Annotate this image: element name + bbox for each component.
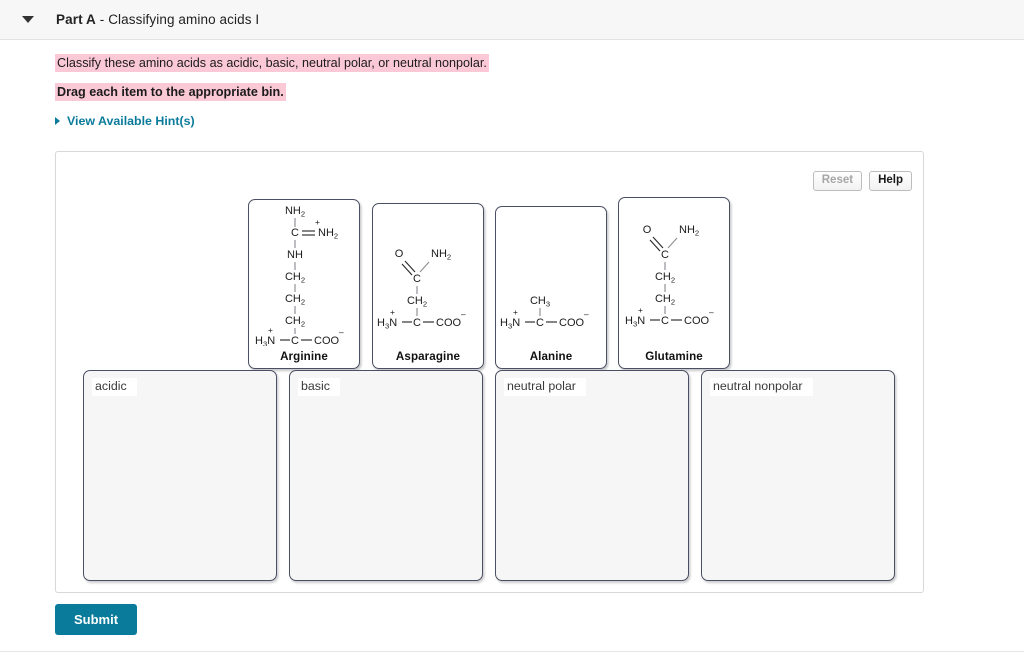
svg-text:C: C	[291, 227, 299, 239]
svg-text:CH3: CH3	[530, 295, 550, 309]
svg-text:+: +	[268, 325, 273, 335]
svg-text:+: +	[513, 307, 518, 317]
svg-text:CH2: CH2	[655, 271, 675, 285]
structure-glutamine: O NH2 C CH2 CH2 H3N +	[619, 198, 729, 346]
card-label-alanine: Alanine	[529, 350, 573, 363]
help-button[interactable]: Help	[869, 171, 912, 191]
svg-text:C: C	[661, 315, 669, 327]
bin-label-neutral-polar: neutral polar	[504, 378, 586, 396]
instruction-text: Drag each item to the appropriate bin.	[55, 83, 286, 101]
svg-text:CH2: CH2	[285, 315, 305, 329]
svg-text:NH2: NH2	[285, 205, 305, 219]
activity-panel: Reset Help NH2 C NH2 + NH	[55, 151, 924, 593]
svg-text:–: –	[461, 309, 466, 319]
svg-text:C: C	[291, 335, 299, 346]
question-text: Classify these amino acids as acidic, ba…	[55, 54, 489, 72]
svg-text:COO: COO	[436, 317, 462, 329]
svg-text:+: +	[638, 305, 643, 315]
draggable-items-tray: NH2 C NH2 + NH CH2 CH2	[248, 195, 738, 370]
svg-text:NH2: NH2	[431, 248, 451, 262]
drop-bins: acidic basic neutral polar neutral nonpo…	[83, 370, 895, 582]
svg-text:O: O	[395, 248, 404, 260]
svg-text:C: C	[536, 317, 544, 329]
part-label: Part A	[56, 12, 96, 27]
card-label-glutamine: Glutamine	[645, 350, 703, 363]
structure-arginine: NH2 C NH2 + NH CH2 CH2	[249, 200, 359, 346]
prompt-block: Classify these amino acids as acidic, ba…	[0, 40, 1024, 128]
title-separator: -	[95, 12, 109, 27]
svg-text:H3N: H3N	[625, 315, 645, 329]
svg-text:H3N: H3N	[377, 317, 397, 331]
svg-text:–: –	[584, 309, 589, 319]
svg-text:C: C	[661, 249, 669, 261]
structure-alanine: CH3 H3N + C COO –	[496, 206, 606, 346]
reset-button[interactable]: Reset	[812, 171, 863, 191]
drop-bin-neutral-polar[interactable]: neutral polar	[495, 370, 689, 581]
svg-text:COO: COO	[314, 335, 340, 346]
drop-bin-neutral-nonpolar[interactable]: neutral nonpolar	[701, 370, 895, 581]
glutamine-structure-svg: O NH2 C CH2 CH2 H3N +	[625, 224, 714, 329]
svg-text:CH2: CH2	[285, 293, 305, 307]
svg-text:COO: COO	[559, 317, 585, 329]
svg-text:H3N: H3N	[255, 335, 275, 346]
page-title: Part A - Classifying amino acids I	[56, 12, 259, 27]
asparagine-structure-svg: O NH2 C CH2 H3N + C	[377, 248, 466, 331]
svg-text:+: +	[315, 217, 320, 227]
svg-text:C: C	[413, 317, 421, 329]
part-header: Part A - Classifying amino acids I	[0, 0, 1024, 40]
draggable-card-alanine[interactable]: CH3 H3N + C COO – H Alanine	[495, 206, 607, 369]
view-hints-label: View Available Hint(s)	[67, 114, 195, 128]
svg-text:O: O	[643, 224, 652, 236]
bin-label-neutral-nonpolar: neutral nonpolar	[710, 378, 813, 396]
drop-bin-acidic[interactable]: acidic	[83, 370, 277, 581]
view-hints-link[interactable]: View Available Hint(s)	[55, 114, 1024, 128]
svg-text:NH2: NH2	[679, 224, 699, 238]
svg-text:–: –	[709, 307, 714, 317]
alanine-structure-svg: CH3 H3N + C COO –	[500, 295, 589, 331]
svg-text:–: –	[339, 327, 344, 337]
draggable-card-arginine[interactable]: NH2 C NH2 + NH CH2 CH2	[248, 199, 360, 369]
caret-right-icon	[55, 117, 60, 125]
draggable-card-glutamine[interactable]: O NH2 C CH2 CH2 H3N +	[618, 197, 730, 369]
caret-down-icon[interactable]	[22, 16, 34, 23]
footer-divider	[0, 651, 1024, 652]
svg-text:COO: COO	[684, 315, 710, 327]
structure-asparagine: O NH2 C CH2 H3N + C	[373, 204, 483, 346]
svg-text:C: C	[413, 273, 421, 285]
card-label-arginine: Arginine	[280, 350, 328, 363]
part-title-text: Classifying amino acids I	[108, 12, 260, 27]
svg-text:NH: NH	[287, 249, 303, 261]
submit-button[interactable]: Submit	[55, 604, 138, 635]
card-label-asparagine: Asparagine	[395, 350, 461, 363]
bin-label-basic: basic	[298, 378, 340, 396]
arginine-structure-svg: NH2 C NH2 + NH CH2 CH2	[255, 205, 344, 346]
drop-bin-basic[interactable]: basic	[289, 370, 483, 581]
bin-label-acidic: acidic	[92, 378, 137, 396]
svg-text:H3N: H3N	[500, 317, 520, 331]
svg-text:CH2: CH2	[655, 293, 675, 307]
svg-text:+: +	[390, 307, 395, 317]
svg-text:CH2: CH2	[285, 271, 305, 285]
draggable-card-asparagine[interactable]: O NH2 C CH2 H3N + C	[372, 203, 484, 369]
svg-text:CH2: CH2	[407, 295, 427, 309]
svg-text:NH2: NH2	[318, 227, 338, 241]
panel-toolbar: Reset Help	[812, 171, 912, 191]
